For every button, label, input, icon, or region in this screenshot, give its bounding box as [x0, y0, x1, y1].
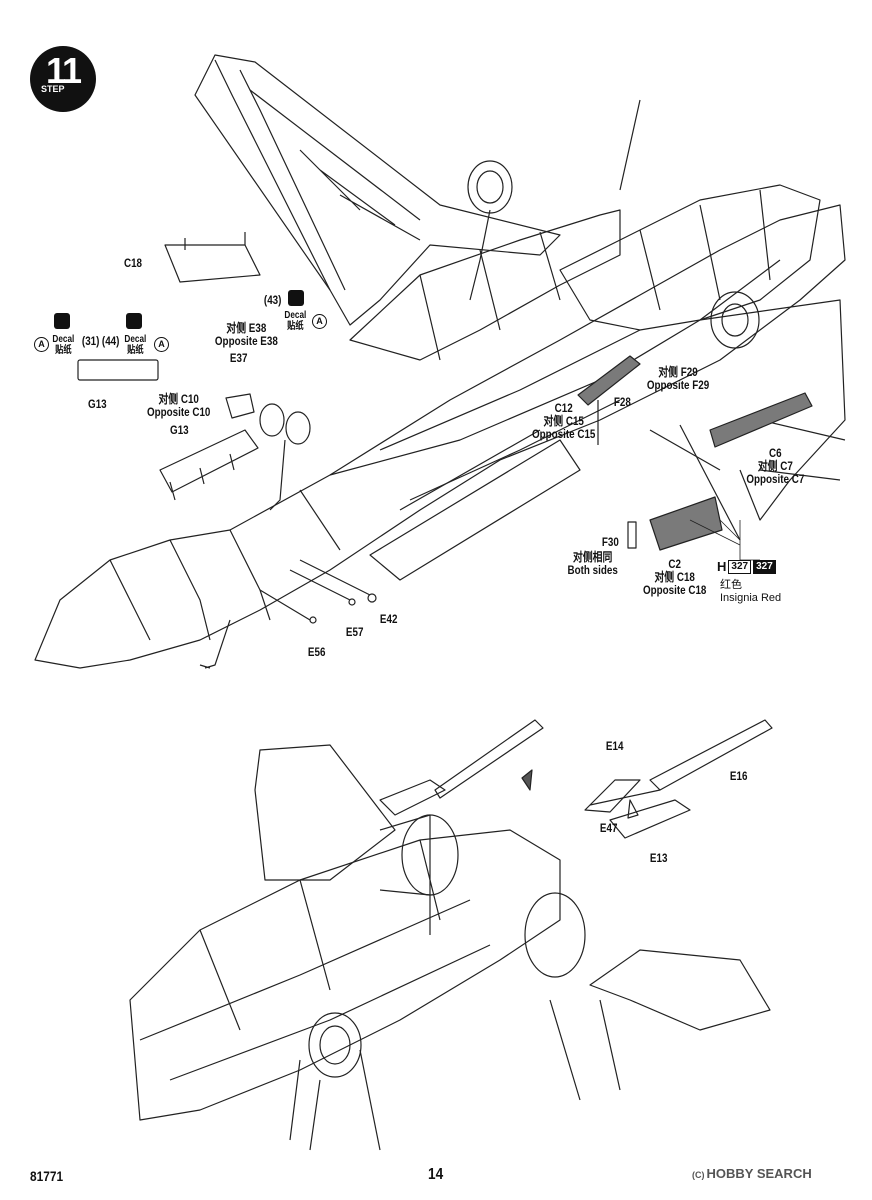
- label-f28: F28: [613, 395, 631, 409]
- label-decal-right-word: Decal 贴纸: [124, 334, 146, 356]
- label-e42: E42: [379, 612, 398, 626]
- label-e16: E16: [729, 769, 748, 783]
- paint-letter: H: [717, 559, 727, 574]
- part-c18-frame: [164, 244, 261, 283]
- label-both-sides: 对侧相同 Both sides: [568, 551, 618, 577]
- paint-code-light: 327: [728, 559, 752, 574]
- step-badge-circle: [30, 46, 96, 112]
- paint-name-en: Insignia Red: [720, 592, 782, 604]
- label-c6-c7: C6 对侧 C7 Opposite C7: [746, 447, 804, 486]
- c2: C2: [668, 557, 681, 571]
- decal-cn: 贴纸: [55, 345, 72, 356]
- label-g13-left: G13: [88, 397, 107, 411]
- decal-icon: [288, 290, 304, 306]
- label-c10: 对侧 C10 Opposite C10: [147, 393, 210, 419]
- label-decal-31: (31): [81, 334, 100, 348]
- c12: C12: [554, 401, 573, 415]
- part-g13-panel: [77, 359, 159, 381]
- label-e57: E57: [345, 625, 364, 639]
- e38-en: Opposite E38: [214, 334, 278, 348]
- label-f29: 对侧 F29 Opposite F29: [647, 366, 709, 392]
- upper-aircraft-drawing: [34, 54, 846, 669]
- decal-icon: [126, 313, 142, 329]
- c18-cn: 对侧 C18: [654, 570, 695, 584]
- label-g13-mid: G13: [170, 423, 189, 437]
- label-e13: E13: [649, 851, 668, 865]
- label-e37: E37: [229, 351, 248, 365]
- label-decal-44: (44): [101, 334, 120, 348]
- both-en: Both sides: [567, 563, 618, 577]
- label-decal-43-word: Decal 贴纸: [284, 310, 306, 332]
- decal-word: Decal: [124, 334, 147, 345]
- kit-code: 81771: [30, 1168, 64, 1184]
- part-e37: [225, 393, 255, 419]
- c15-en: Opposite C15: [531, 427, 596, 441]
- part-c10-door: [159, 429, 259, 493]
- decal-icon: [54, 313, 70, 329]
- c10-en: Opposite C10: [146, 405, 211, 419]
- label-e47: E47: [599, 821, 618, 835]
- decal-sheet-a-icon: A: [312, 314, 327, 329]
- paint-code-dark: 327: [753, 559, 776, 574]
- watermark-brand: HOBBY SEARCH: [706, 1166, 812, 1181]
- label-e56: E56: [307, 645, 326, 659]
- c15-cn: 对侧 C15: [543, 414, 584, 428]
- watermark: (C)HOBBY SEARCH: [692, 1166, 812, 1181]
- label-decal-left-word: Decal 贴纸: [52, 334, 74, 356]
- f29-cn: 对侧 F29: [658, 365, 698, 379]
- decal-word: Decal: [284, 310, 307, 321]
- both-cn: 对侧相同: [572, 550, 613, 564]
- c7-en: Opposite C7: [746, 472, 805, 486]
- watermark-prefix: (C): [692, 1170, 705, 1180]
- e38-cn: 对侧 E38: [226, 321, 267, 335]
- step-number: 11: [45, 50, 82, 91]
- c18-en: Opposite C18: [642, 583, 707, 597]
- label-e38: 对侧 E38 Opposite E38: [215, 322, 278, 348]
- c6: C6: [769, 446, 782, 460]
- label-e14: E14: [605, 739, 624, 753]
- decal-cn: 贴纸: [287, 321, 304, 332]
- c10-cn: 对侧 C10: [158, 392, 199, 406]
- page-number: 14: [428, 1166, 444, 1183]
- label-c12-c15: C12 对侧 C15 Opposite C15: [532, 402, 595, 441]
- label-c2-c18: C2 对侧 C18 Opposite C18: [643, 558, 706, 597]
- step-word: STEP: [41, 84, 65, 94]
- f29-en: Opposite F29: [646, 378, 710, 392]
- step-badge: 11 STEP: [28, 44, 98, 114]
- decal-sheet-a-icon: A: [154, 337, 169, 352]
- label-c18-top: C18: [123, 256, 143, 270]
- paint-name: 红色 Insignia Red: [720, 579, 781, 605]
- c7-cn: 对侧 C7: [757, 459, 793, 473]
- label-f30: F30: [601, 535, 619, 549]
- decal-word: Decal: [52, 334, 75, 345]
- lower-aircraft-drawing: [129, 719, 773, 1151]
- decal-sheet-a-icon: A: [34, 337, 49, 352]
- paint-name-cn: 红色: [720, 579, 742, 591]
- paint-callout: H 327 327: [717, 559, 776, 574]
- label-decal-43: (43): [263, 293, 282, 307]
- decal-cn: 贴纸: [127, 345, 144, 356]
